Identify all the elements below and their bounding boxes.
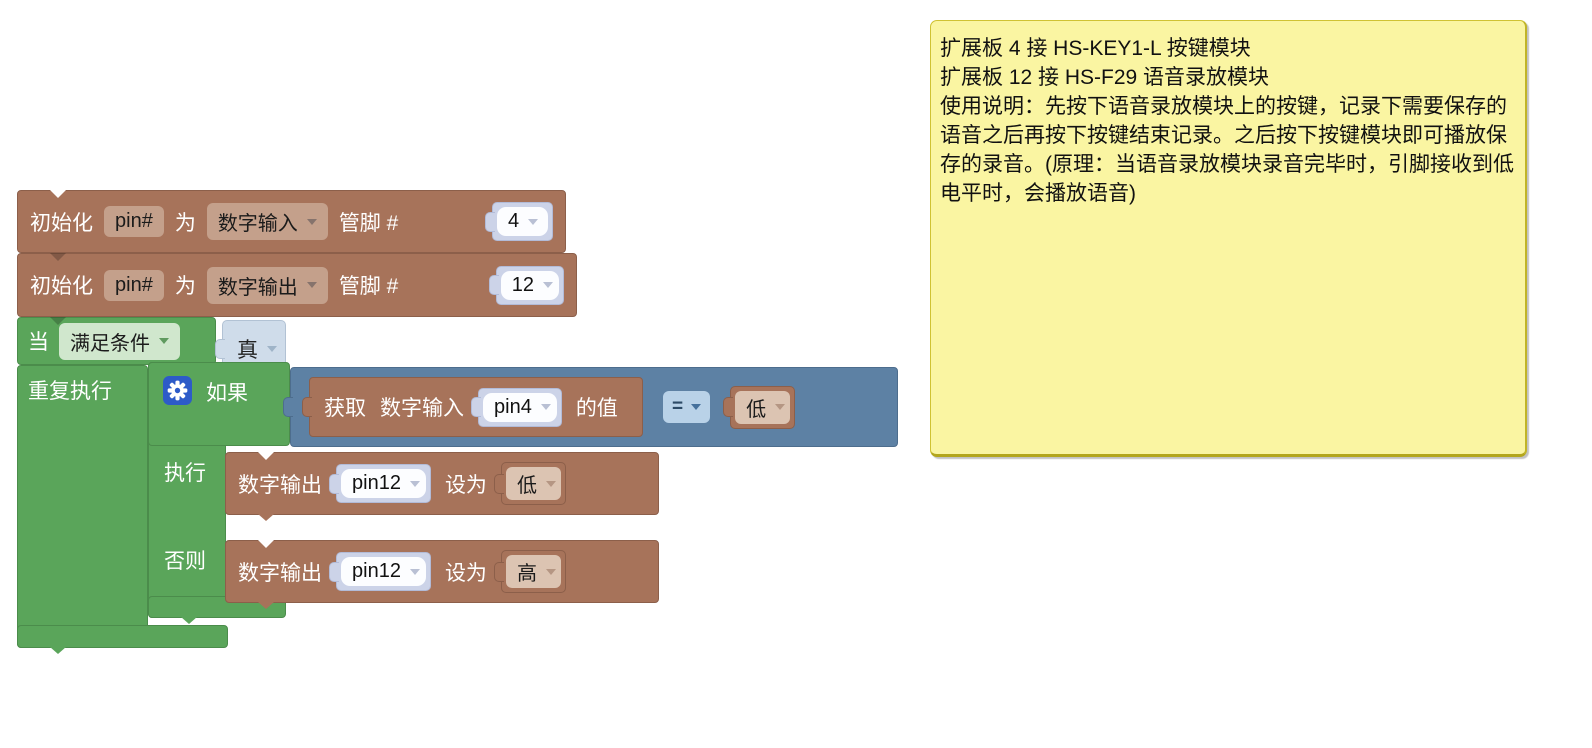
chevron-down-icon: [545, 480, 556, 487]
if-label: 如果: [206, 382, 248, 405]
connector-plug: [329, 561, 339, 582]
block-digital-read[interactable]: 获取 数字输入 pin4 的值: [302, 377, 643, 437]
operator-dropdown[interactable]: =: [663, 391, 711, 423]
level-value: 低: [746, 398, 767, 421]
level-dropdown[interactable]: 低: [735, 390, 791, 424]
block-number-value[interactable]: 4: [485, 202, 553, 241]
pin-number-label: 管脚 #: [338, 211, 399, 235]
when-condition-dropdown[interactable]: 满足条件: [59, 322, 180, 360]
chevron-down-icon: [775, 404, 786, 410]
number-value: 12: [511, 273, 534, 296]
set-label: 设为: [444, 561, 487, 585]
chevron-down-icon: [543, 282, 553, 288]
chevron-down-icon: [159, 338, 169, 344]
block-level-high[interactable]: 高: [493, 550, 566, 593]
block-digital-write-high[interactable]: 数字输出 pin12 设为 高: [225, 540, 659, 609]
connector-notch: [50, 317, 66, 325]
level-dropdown[interactable]: 高: [505, 555, 561, 588]
pin-dropdown[interactable]: pin4: [483, 392, 557, 422]
init-keyword: 初始化: [30, 211, 93, 235]
connector-tab: [258, 514, 274, 521]
block-init-digital-output[interactable]: 初始化 pin# 为 数字输出 管脚 # 12: [17, 253, 577, 317]
repeat-label: 重复执行: [28, 380, 112, 403]
chevron-down-icon: [540, 404, 551, 410]
number-dropdown[interactable]: 4: [497, 207, 548, 236]
connector-tab: [258, 602, 274, 609]
chevron-down-icon: [528, 218, 539, 225]
connector-plug: [485, 211, 495, 232]
connector-plug: [215, 338, 225, 359]
read-mode-label: 数字输入: [380, 397, 464, 420]
get-label: 获取: [324, 397, 366, 420]
connector-tab: [181, 617, 197, 624]
when-keyword: 当: [28, 331, 49, 354]
connector-plug: [493, 561, 504, 582]
chevron-down-icon: [409, 568, 420, 575]
block-pin-variable[interactable]: pin12: [329, 552, 431, 591]
level-dropdown[interactable]: 低: [505, 467, 561, 500]
pin-dropdown[interactable]: pin12: [341, 469, 426, 498]
write-mode-label: 数字输出: [238, 561, 322, 585]
mode-dropdown[interactable]: 数字输出: [206, 266, 328, 304]
connector-plug: [283, 397, 293, 417]
pin-value: pin4: [494, 395, 532, 418]
connector-tab: [50, 647, 66, 654]
connector-notch: [258, 540, 274, 548]
init-keyword: 初始化: [30, 275, 93, 298]
mutator-gear-icon[interactable]: [163, 376, 192, 405]
connector-plug: [471, 397, 481, 417]
block-level-low[interactable]: 低: [723, 385, 796, 429]
set-label: 设为: [444, 473, 487, 497]
number-value: 4: [508, 210, 520, 232]
mode-dropdown-value: 数字输出: [217, 276, 298, 299]
chevron-down-icon: [691, 404, 702, 410]
block-init-digital-input[interactable]: 初始化 pin# 为 数字输入 管脚 # 4: [17, 190, 566, 253]
block-level-low[interactable]: 低: [493, 462, 566, 505]
connector-plug: [329, 473, 339, 494]
connector-plug: [723, 397, 734, 417]
boolean-dropdown-value: 真: [237, 338, 258, 362]
connector-plug: [493, 473, 504, 494]
pin-name-field[interactable]: pin#: [104, 206, 164, 237]
chevron-down-icon: [545, 568, 556, 575]
as-label: 为: [174, 275, 196, 298]
level-value: 低: [516, 475, 537, 497]
mode-dropdown-value: 数字输入: [217, 213, 298, 235]
chevron-down-icon: [409, 480, 420, 487]
if-do-label: 执行: [164, 462, 206, 485]
comment-box[interactable]: 扩展板 4 接 HS-KEY1-L 按键模块 扩展板 12 接 HS-F29 语…: [930, 20, 1527, 457]
chevron-down-icon: [267, 345, 277, 352]
when-condition-value: 满足条件: [70, 332, 150, 355]
number-dropdown[interactable]: 12: [500, 270, 559, 300]
pin-value: pin12: [352, 472, 401, 494]
block-when-repeat-body[interactable]: 重复执行: [17, 365, 148, 648]
connector-notch: [50, 190, 66, 198]
block-pin-variable[interactable]: pin4: [471, 387, 562, 427]
mode-dropdown[interactable]: 数字输入: [206, 203, 328, 240]
operator-value: =: [672, 396, 684, 417]
block-when-repeat-header[interactable]: 当 满足条件: [17, 317, 216, 365]
chevron-down-icon: [306, 218, 317, 225]
pin-name-field[interactable]: pin#: [104, 269, 164, 301]
pin-number-label: 管脚 #: [338, 275, 399, 298]
as-label: 为: [174, 211, 196, 235]
block-compare[interactable]: 获取 数字输入 pin4 的值 = 低: [283, 367, 898, 447]
connector-plug: [488, 275, 499, 295]
connector-notch: [258, 452, 274, 460]
block-if-header[interactable]: 如果: [148, 362, 290, 446]
write-mode-label: 数字输出: [238, 473, 322, 497]
pin-value: pin12: [352, 560, 401, 582]
block-when-repeat-foot[interactable]: [17, 625, 228, 654]
connector-plug: [302, 397, 312, 417]
block-pin-variable[interactable]: pin12: [329, 464, 431, 503]
chevron-down-icon: [306, 282, 317, 288]
pin-dropdown[interactable]: pin12: [341, 557, 426, 586]
level-value: 高: [516, 563, 537, 585]
block-digital-write-low[interactable]: 数字输出 pin12 设为 低: [225, 452, 659, 521]
value-of-label: 的值: [575, 397, 618, 420]
if-else-label: 否则: [164, 550, 206, 573]
connector-notch: [50, 253, 66, 261]
block-number-value[interactable]: 12: [488, 265, 564, 305]
